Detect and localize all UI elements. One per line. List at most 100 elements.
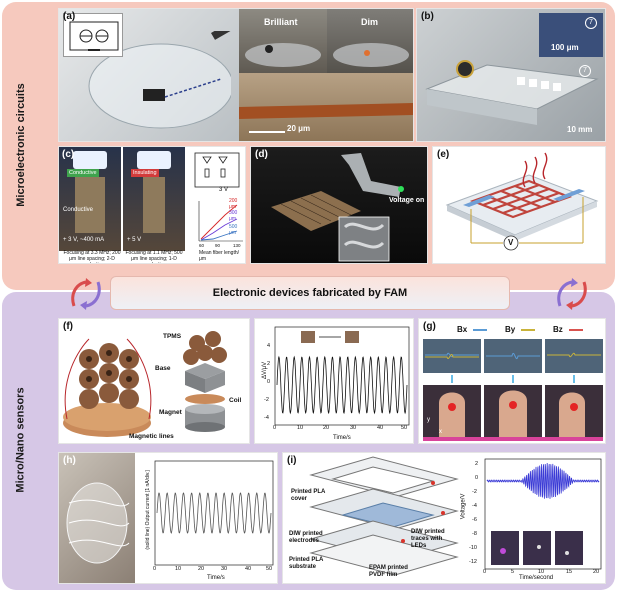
- conductive-ratio-plot: [198, 201, 243, 242]
- output-current-plot: [154, 460, 274, 566]
- label-pla-substrate: Printed PLA substrate: [289, 557, 324, 570]
- condition-2: + 5 V: [127, 237, 142, 243]
- f-xtick-0: 0: [273, 425, 277, 431]
- conductive-photo: [59, 147, 121, 251]
- label-base: Base: [155, 365, 171, 372]
- legend-by: By: [505, 325, 516, 334]
- condition-1: + 3 V, ~400 mA: [63, 237, 105, 243]
- tag-conductive: Conductive: [67, 169, 99, 177]
- panel-g: (g) Bx By Bz y x: [418, 318, 606, 444]
- i-ytick-0: 0: [475, 475, 479, 481]
- voltage-pulse-trace: [486, 462, 600, 499]
- xtick-60: 60: [199, 243, 205, 248]
- f-ytick-0: 0: [267, 379, 271, 385]
- f-xtick-20: 20: [323, 425, 330, 431]
- ylabel-h: (solid line) Output current [1 nA/div.]: [144, 470, 151, 550]
- i-xtick-5: 5: [511, 569, 515, 575]
- label-epam: EPAM printed PVDF film: [369, 565, 408, 578]
- panel-a: (a) Brilliant Dim 20 μm: [58, 8, 414, 142]
- brilliant-label: Brilliant: [264, 17, 298, 27]
- panel-h: (h) (solid line) Output current [1 nA/di…: [58, 452, 278, 584]
- voltage-source-label: V: [508, 238, 514, 247]
- layered-device-drawing: [309, 456, 459, 576]
- section-label-top: Microelectronic circuits: [15, 83, 27, 207]
- panel-h-label: (h): [63, 455, 76, 466]
- i-ytick-m12: -12: [469, 559, 477, 565]
- bent-substrate-drawing: [425, 60, 599, 125]
- f-ytick-m2: -2: [264, 397, 269, 403]
- xlabel-c: Mean fiber length/μm: [199, 250, 240, 262]
- scale-inset-b: 100 μm: [551, 43, 579, 52]
- f-xtick-40: 40: [377, 425, 384, 431]
- f-ytick-4: 4: [267, 343, 271, 349]
- circuit-voltage: 3 V: [219, 187, 229, 193]
- led-dim-photo: [327, 9, 413, 73]
- legend-200: 200 μm: [229, 198, 238, 210]
- panel-d-label: (d): [255, 149, 268, 160]
- insulating-photo: [123, 147, 185, 251]
- panel-f: (f) TPMS Base Coil Magnet Magnetic lines: [58, 318, 250, 444]
- tag-insulating: Insulating: [131, 169, 159, 177]
- cycle-arrows-left: [71, 278, 101, 310]
- h-xtick-30: 30: [221, 566, 228, 572]
- f-ytick-m4: -4: [264, 415, 269, 421]
- i-xtick-0: 0: [483, 569, 487, 575]
- panel-i-label: (i): [287, 455, 297, 466]
- i-ytick-m6: -6: [472, 517, 477, 523]
- cycle-arrows-right: [557, 278, 587, 310]
- h-xtick-10: 10: [175, 566, 182, 572]
- marker-7-main: 7: [579, 65, 591, 77]
- h-xtick-20: 20: [198, 566, 205, 572]
- marker-7-inset: 7: [585, 17, 597, 29]
- label-tpms: TPMS: [163, 333, 182, 340]
- panel-e-label: (e): [437, 149, 450, 160]
- panel-i: (i) Printed PLA cover DIW printed electr…: [282, 452, 606, 584]
- panel-f-signal: ΔV/μV Time/s 0 10 20 30 40 50 4 2 0 -2 -…: [254, 318, 414, 444]
- f-ytick-2: 2: [267, 361, 271, 367]
- axis-y-label: y: [427, 417, 430, 423]
- voltage-signal-plot: [274, 326, 410, 426]
- ylabel-i: Voltage/V: [460, 493, 467, 520]
- voltage-signal-trace: [276, 355, 408, 415]
- label-pla-cover: Printed PLA cover: [291, 489, 326, 502]
- label-coil: Coil: [229, 397, 242, 404]
- i-ytick-m8: -8: [472, 531, 477, 537]
- transparent-film-drawing: [88, 31, 231, 129]
- panel-f-label: (f): [63, 321, 73, 332]
- i-xtick-15: 15: [566, 569, 573, 575]
- xtick-130: 130: [233, 243, 241, 248]
- tag-conductive-2: Conductive: [63, 207, 94, 213]
- panel-b: (b) 100 μm 10 mm 7 7: [416, 8, 606, 142]
- panel-b-label: (b): [421, 11, 434, 22]
- panel-c: (c) Conductive Insulating Conductive + 3…: [58, 146, 246, 264]
- tpms-sensor-drawing: [63, 331, 227, 437]
- scale-bar-a: [249, 131, 285, 133]
- axis-x-label: x: [439, 429, 442, 435]
- xlabel-f: Time/s: [333, 435, 351, 441]
- scale-label-a: 20 μm: [287, 124, 311, 133]
- f-xtick-30: 30: [350, 425, 357, 431]
- legend-bz-swatch: [569, 329, 583, 331]
- lattice-device-drawing: [271, 153, 404, 262]
- caption-1: Focusing at 3.3 MHz; 200 μm line spacing…: [63, 250, 121, 263]
- legend-by-swatch: [521, 329, 535, 331]
- legend-300: 300 μm: [229, 210, 238, 222]
- label-magnet: Magnet: [159, 409, 182, 416]
- legend-bz: Bz: [553, 325, 563, 334]
- finger-magnetic-field-drawing: [423, 339, 603, 441]
- legend-bx-swatch: [473, 329, 487, 331]
- voltage-on-label: Voltage on: [389, 197, 425, 204]
- xlabel-h: Time/s: [207, 575, 225, 581]
- panel-c-label: (c): [62, 149, 75, 160]
- dim-label: Dim: [361, 17, 379, 27]
- hand-sensor-photo: [59, 453, 135, 583]
- i-xtick-10: 10: [538, 569, 545, 575]
- panel-g-label: (g): [423, 321, 436, 332]
- circuit-schematic: [63, 13, 123, 57]
- panel-e: (e) V: [432, 146, 606, 264]
- micrograph-trace: [239, 73, 413, 141]
- i-ytick-m4: -4: [472, 503, 477, 509]
- led-circuit-diagram: [194, 152, 240, 188]
- f-xtick-10: 10: [297, 425, 304, 431]
- i-ytick-m10: -10: [469, 545, 477, 551]
